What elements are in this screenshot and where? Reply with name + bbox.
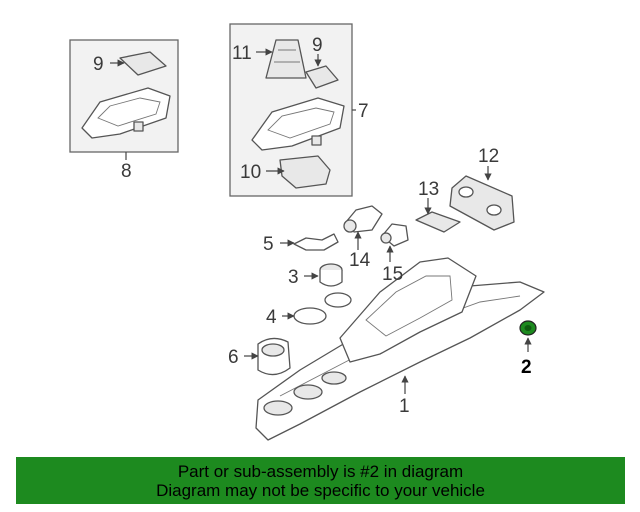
banner-line-disclaimer: Diagram may not be specific to your vehi… — [156, 480, 485, 500]
callout-10: 10 — [240, 162, 261, 183]
inset-box-8 — [69, 39, 179, 153]
callout-12: 12 — [478, 146, 499, 167]
callout-13: 13 — [418, 179, 439, 200]
inset-box-7 — [229, 23, 353, 197]
part-13-pad — [415, 211, 461, 233]
parts-diagram: 9 8 11 9 7 10 12 13 14 15 5 3 4 6 1 2 — [69, 23, 545, 441]
callout-3: 3 — [288, 267, 299, 288]
part-4-mat — [293, 292, 352, 325]
callout-14: 14 — [349, 250, 371, 271]
callout-1: 1 — [399, 396, 410, 417]
leader-lines — [110, 48, 532, 394]
part-2-plug — [519, 320, 537, 336]
callout-11: 11 — [232, 43, 252, 64]
callout-9-inset-7: 9 — [312, 35, 323, 56]
callout-6: 6 — [228, 347, 239, 368]
callout-5: 5 — [263, 234, 274, 255]
callout-8: 8 — [121, 161, 132, 182]
part-5-clip — [293, 233, 339, 251]
part-3-cap — [319, 263, 343, 287]
callout-7: 7 — [358, 101, 369, 122]
callout-15: 15 — [382, 264, 403, 285]
part-15-switch — [380, 223, 409, 247]
info-banner: Part or sub-assembly is #2 in diagram Di… — [16, 457, 625, 504]
part-14-socket — [343, 205, 383, 233]
part-12-panel — [449, 175, 515, 231]
part-1-console — [255, 257, 545, 441]
callout-9-inset-8: 9 — [93, 54, 104, 75]
part-6-cup-holder — [257, 337, 291, 376]
callout-4: 4 — [266, 307, 277, 328]
callout-2: 2 — [521, 357, 532, 378]
banner-line-part-info: Part or sub-assembly is #2 in diagram — [177, 461, 464, 481]
